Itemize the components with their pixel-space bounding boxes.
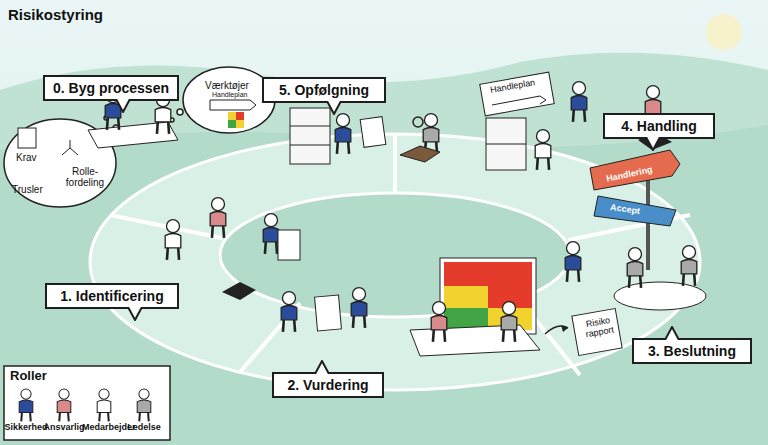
callout-tail — [127, 307, 143, 321]
legend-swatch — [133, 388, 155, 422]
legend-item: Sikkerhed — [4, 388, 48, 432]
text-label: Risiko rapport — [579, 315, 620, 341]
legend-label: Medarbejder — [82, 422, 126, 432]
text-label: Handlering — [605, 165, 653, 184]
legend-label: Sikkerhed — [4, 422, 48, 432]
callout-box: 1. Identificering — [45, 283, 179, 309]
legend-swatch — [53, 388, 75, 422]
callout-label: 3. Beslutning — [634, 340, 750, 362]
callout-label: 1. Identificering — [47, 285, 177, 307]
callout-box: 2. Vurdering — [272, 372, 384, 398]
text-label: Roller — [10, 369, 47, 383]
text-label: Trusler — [12, 184, 43, 195]
legend-swatch — [93, 388, 115, 422]
callout-box: 3. Beslutning — [632, 338, 752, 364]
text-label: Handleplan — [212, 91, 247, 99]
callout-tail — [314, 360, 330, 374]
text-label: Accept — [609, 203, 640, 217]
callout-label: 2. Vurdering — [274, 374, 382, 396]
text-label: Krav — [16, 152, 37, 163]
legend-item: Ansvarlig — [42, 388, 86, 432]
callout-box: 5. Opfølgning — [262, 77, 386, 103]
callout-tail — [645, 137, 661, 151]
callout-tail — [664, 326, 680, 340]
callout-tail — [115, 99, 131, 113]
callout-label: 0. Byg processen — [45, 77, 177, 99]
callout-box: 0. Byg processen — [43, 75, 179, 101]
text-label: Værktøjer — [205, 80, 249, 91]
text-label: Handleplan — [489, 78, 536, 96]
text-label: Rolle- fordeling — [62, 166, 108, 188]
legend-item: Medarbejder — [82, 388, 126, 432]
callout-box: 4. Handling — [603, 113, 715, 139]
legend-label: Ansvarlig — [42, 422, 86, 432]
callout-label: 5. Opfølgning — [264, 79, 384, 101]
legend-label: Ledelse — [122, 422, 166, 432]
diagram-title: Risikostyring — [8, 6, 103, 23]
legend-item: Ledelse — [122, 388, 166, 432]
legend-swatch — [15, 388, 37, 422]
callout-label: 4. Handling — [605, 115, 713, 137]
callout-tail — [326, 101, 342, 115]
